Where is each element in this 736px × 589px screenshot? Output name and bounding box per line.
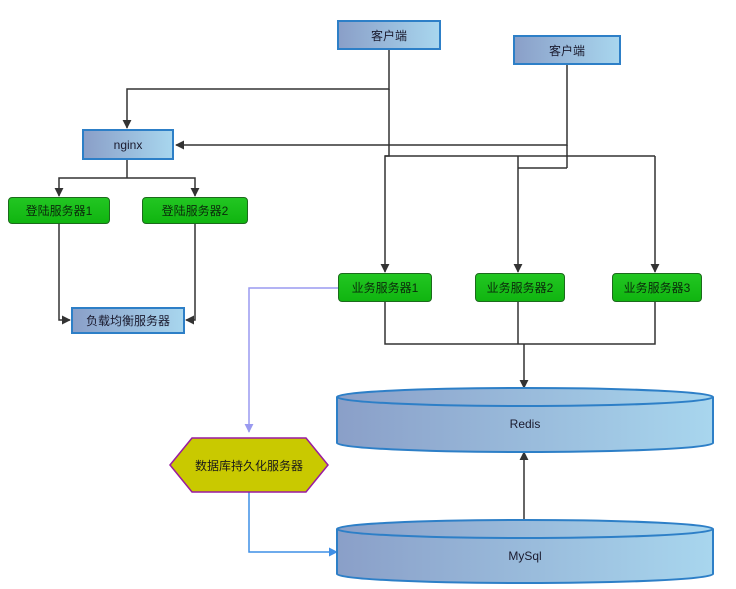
client-label-2: 客户端: [548, 43, 585, 58]
login-server-2: 登陆服务器2: [142, 197, 248, 224]
edge-client1-biz1: [380, 89, 390, 273]
login-server-1: 登陆服务器1: [8, 197, 110, 224]
load-balancer-box: 负载均衡服务器: [71, 307, 185, 334]
connectors: [54, 49, 660, 520]
redis-cylinder: [336, 387, 714, 453]
persist-hexagon: [169, 437, 329, 493]
business-server-3: 业务服务器3: [612, 273, 702, 302]
business-server-1-label: 业务服务器1: [351, 281, 419, 295]
edge-client1-nginx: [122, 49, 390, 129]
edge-nginx-login1: [54, 177, 127, 197]
mysql-cylinder: [336, 519, 714, 584]
mysql-label: MySql: [508, 549, 542, 563]
edge-biz1-persist: [244, 287, 338, 433]
client-box-2: 客户端: [513, 35, 621, 65]
edge-client2-nginx: [175, 63, 568, 150]
edge-nginx-login2: [127, 177, 200, 197]
load-balancer-label: 负载均衡服务器: [85, 314, 170, 328]
login-server-1-label: 登陆服务器1: [25, 204, 93, 218]
redis-label: Redis: [509, 417, 541, 431]
business-server-2-label: 业务服务器2: [486, 281, 554, 295]
business-server-2: 业务服务器2: [475, 273, 565, 302]
edge-persist-mysql: [248, 492, 338, 557]
edge-login1-lb: [58, 224, 71, 325]
business-server-1: 业务服务器1: [338, 273, 432, 302]
nginx-box: nginx: [82, 129, 174, 160]
persist-label: 数据库持久化服务器: [194, 458, 303, 473]
login-server-2-label: 登陆服务器2: [161, 204, 229, 218]
nginx-label: nginx: [113, 137, 143, 152]
client-label-1: 客户端: [370, 28, 407, 43]
client-box-1: 客户端: [337, 20, 441, 50]
edge-biz1-merge: [384, 302, 656, 345]
business-server-3-label: 业务服务器3: [623, 281, 691, 295]
edge-login2-lb: [185, 224, 196, 325]
